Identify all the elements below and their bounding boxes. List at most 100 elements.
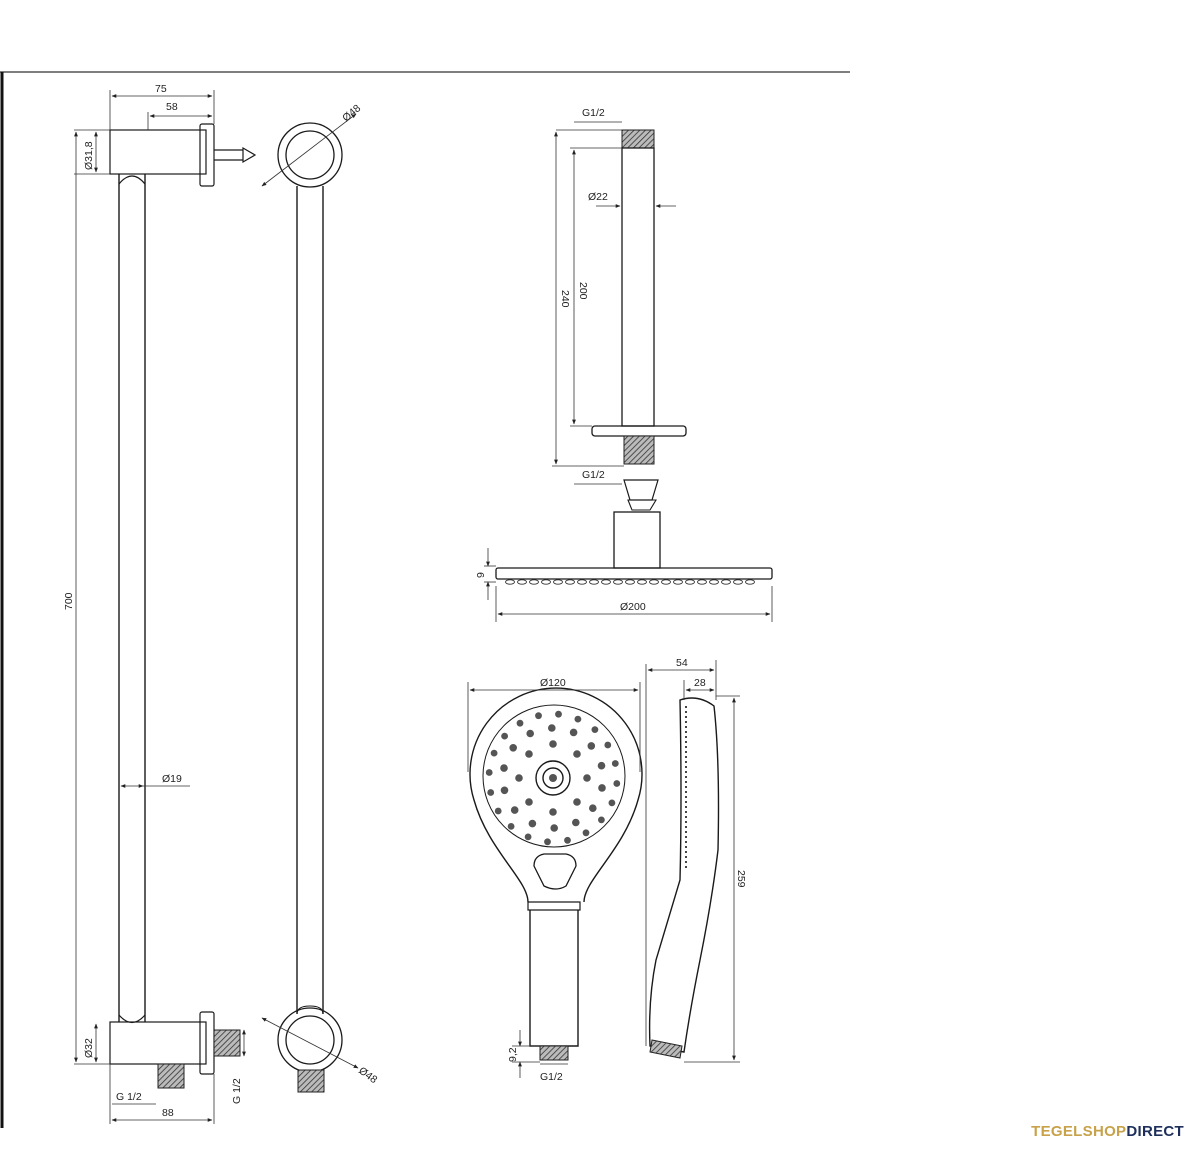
spray-hole — [611, 760, 619, 767]
spray-hole — [604, 741, 612, 749]
brand-logo: TEGELSHOPDIRECT — [1031, 1123, 1184, 1140]
dim-d32: Ø32 — [83, 1038, 95, 1058]
ceiling-arm — [591, 129, 687, 569]
spray-hole — [582, 829, 590, 837]
nozzle — [529, 579, 539, 585]
head-shower-nozzles — [505, 579, 755, 585]
dim-d19: Ø19 — [162, 773, 182, 785]
nozzle — [709, 579, 719, 585]
spray-hole — [572, 818, 580, 827]
spray-hole — [509, 744, 517, 752]
spray-hole — [515, 774, 523, 782]
dim-240: 240 — [559, 290, 571, 308]
spray-hole — [501, 732, 508, 740]
spray-hole — [500, 764, 508, 772]
dim-28: 28 — [694, 677, 706, 689]
dim-g12-bottom: G1/2 — [582, 469, 605, 481]
head-shower-dimensions: 9 Ø200 — [475, 548, 773, 622]
dim-d31-8: Ø31,8 — [83, 141, 95, 170]
spray-hole — [598, 816, 605, 824]
frame — [0, 71, 850, 1128]
hand-shower-side — [648, 697, 720, 1059]
spray-hole — [549, 740, 557, 748]
nozzle — [517, 579, 527, 585]
spray-hole — [525, 750, 533, 758]
rail-side-view — [109, 123, 257, 1089]
spray-hole — [555, 710, 562, 718]
hand-shower-spray-holes — [485, 710, 621, 846]
spray-hole — [525, 798, 533, 806]
dim-200: 200 — [577, 282, 589, 300]
dim-g12-hand: G1/2 — [540, 1071, 563, 1083]
spray-hole — [548, 724, 556, 732]
nozzle — [649, 579, 659, 585]
dim-d48-top: Ø48 — [340, 102, 363, 124]
spray-hole — [613, 780, 621, 787]
dim-700: 700 — [63, 592, 75, 610]
dim-9-2: 9,2 — [507, 1047, 519, 1062]
rail-front-view: Ø48 Ø48 — [261, 102, 379, 1093]
nozzle — [625, 579, 635, 585]
spray-hole — [524, 833, 532, 841]
rail-dimensions: 75 58 Ø31,8 700 Ø19 Ø32 G 1/2 88 G 1/2 — [63, 83, 246, 1124]
spray-hole — [591, 726, 599, 733]
spray-hole — [574, 715, 582, 723]
dim-d200: Ø200 — [620, 601, 646, 613]
dim-g12-top: G1/2 — [582, 107, 605, 119]
spray-hole — [485, 769, 493, 776]
hand-shower-front — [469, 687, 643, 1061]
brand-part1: TEGELSHOP — [1031, 1123, 1127, 1140]
nozzle — [541, 579, 551, 585]
nozzle — [577, 579, 587, 585]
spray-hole — [516, 719, 524, 727]
nozzle — [721, 579, 731, 585]
dim-259: 259 — [735, 870, 747, 888]
spray-hole — [564, 836, 571, 844]
dim-g12-left: G 1/2 — [116, 1091, 142, 1103]
spray-hole — [573, 798, 581, 806]
spray-hole — [490, 749, 498, 757]
spray-hole — [507, 823, 515, 830]
spray-hole — [544, 838, 551, 846]
dim-d120: Ø120 — [540, 677, 566, 689]
nozzle — [733, 579, 743, 585]
dim-d48-bottom: Ø48 — [356, 1065, 379, 1086]
spray-hole — [569, 728, 578, 737]
nozzle — [637, 579, 647, 585]
nozzle — [673, 579, 683, 585]
dim-88: 88 — [162, 1107, 174, 1119]
head-shower — [495, 567, 773, 585]
spray-hole — [589, 804, 597, 812]
spray-hole — [510, 806, 519, 814]
spray-hole — [573, 750, 581, 758]
dim-d22: Ø22 — [588, 191, 608, 203]
spray-hole — [528, 819, 537, 828]
nozzle — [589, 579, 599, 585]
dim-54: 54 — [676, 657, 688, 669]
spray-hole — [500, 786, 509, 795]
nozzle — [601, 579, 611, 585]
nozzle — [613, 579, 623, 585]
spray-hole — [550, 824, 558, 832]
hand-shower-front-dimensions: Ø120 9,2 G1/2 — [467, 677, 641, 1083]
spray-hole — [487, 789, 495, 796]
spray-hole — [549, 808, 557, 816]
nozzle — [565, 579, 575, 585]
nozzle — [553, 579, 563, 585]
spray-hole — [597, 761, 606, 770]
dim-75: 75 — [155, 83, 167, 95]
dim-g12-right: G 1/2 — [231, 1078, 243, 1104]
spray-hole — [494, 807, 502, 815]
spray-hole — [598, 784, 606, 792]
dim-9: 9 — [475, 572, 487, 578]
spray-hole — [608, 799, 616, 807]
nozzle — [505, 579, 515, 585]
spray-hole — [535, 712, 542, 720]
spray-hole — [587, 742, 596, 750]
nozzle — [685, 579, 695, 585]
brand-part2: DIRECT — [1126, 1123, 1184, 1140]
spray-hole — [583, 774, 591, 782]
hand-shower-side-dimensions: 54 28 259 — [645, 657, 747, 1063]
ceiling-arm-dimensions: G1/2 Ø22 200 240 G1/2 — [552, 107, 676, 485]
